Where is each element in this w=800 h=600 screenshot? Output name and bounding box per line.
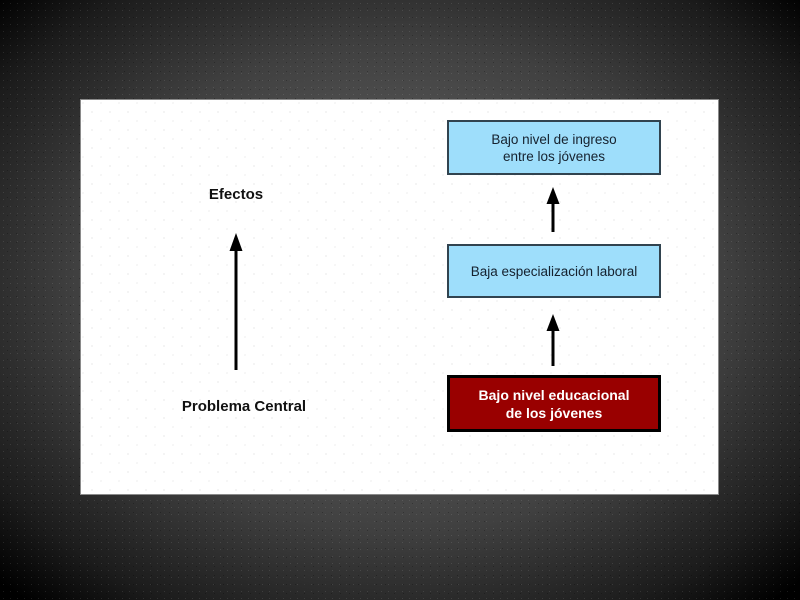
effect-box-specialization: Baja especialización laboral: [447, 244, 661, 298]
slide: Efectos Problema Central Bajo nivel de i…: [81, 100, 718, 494]
problem-to-specialization-arrow-icon: [546, 314, 560, 366]
central-problem-box: Bajo nivel educacional de los jóvenes: [447, 375, 661, 432]
central-problem-label: Problema Central: [181, 398, 307, 415]
effect-box-income: Bajo nivel de ingreso entre los jóvenes: [447, 120, 661, 175]
specialization-to-income-arrow-icon: [546, 187, 560, 232]
effects-up-arrow-icon: [229, 233, 243, 370]
effects-label: Efectos: [208, 186, 264, 203]
